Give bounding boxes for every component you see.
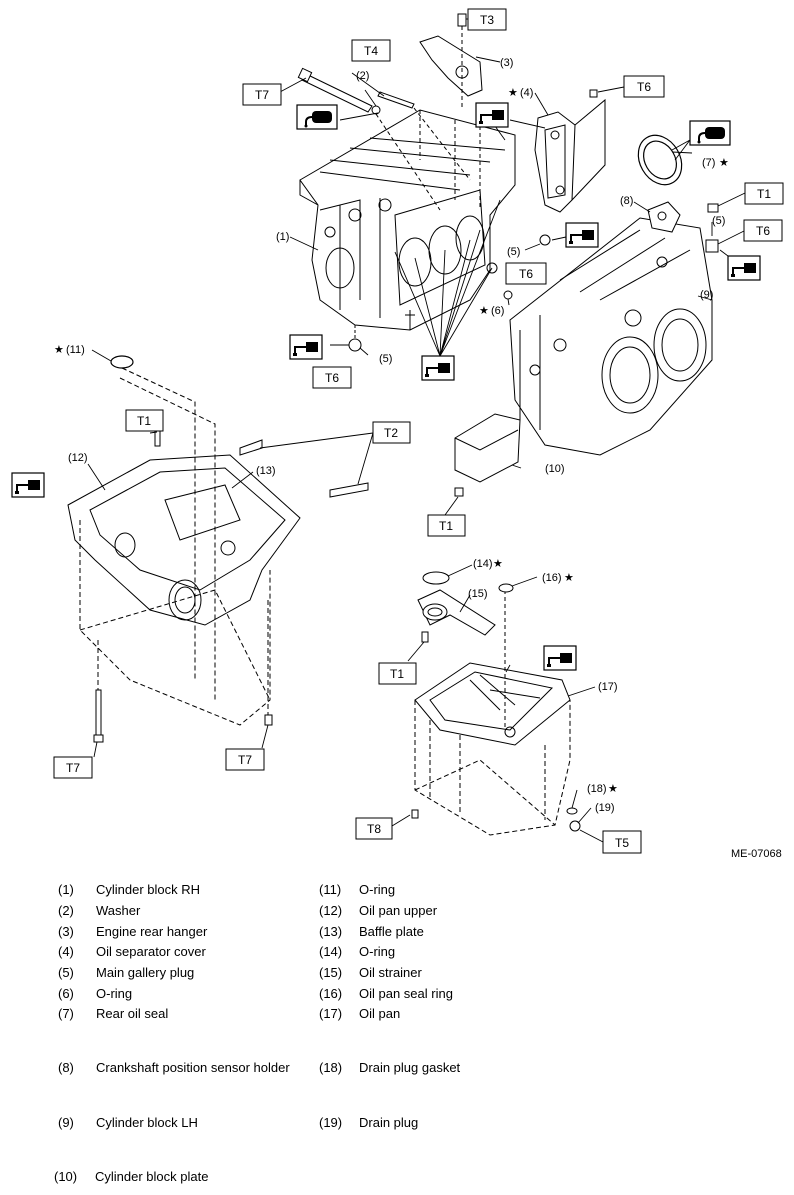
callout-14: (14) [473,558,493,570]
svg-text:T2: T2 [384,426,398,440]
torque-label-t7-top: T7 [242,83,282,106]
torque-label-t5: T5 [602,830,642,854]
star-6: ★ [479,305,489,317]
callout-13: (13) [256,465,276,477]
rear-oil-seal-drawing [637,134,683,186]
callout-18: (18) [587,783,607,795]
callout-5-mid: (5) [507,246,520,258]
svg-text:T6: T6 [519,267,533,281]
torque-label-t7-right: T7 [225,748,265,771]
callout-8: (8) [620,195,633,207]
exploded-view-diagram: T3 T4 T7 T6 T1 T6 T6 T6 T1 T2 T1 T1 [11,8,784,854]
engine-rear-hanger-drawing [419,13,483,110]
oil-pan-upper-drawing [67,429,369,626]
svg-text:T6: T6 [756,224,770,238]
parts-legend: (1)Cylinder block RH (2)Washer (3)Engine… [54,882,461,1184]
svg-text:T3: T3 [480,13,494,27]
sealant-icon [289,334,323,360]
star-11: ★ [54,344,64,356]
star-7: ★ [719,157,729,169]
svg-text:T4: T4 [364,44,378,58]
callout-2: (2) [356,70,369,82]
svg-text:T6: T6 [637,80,651,94]
callout-16: (16) [542,572,562,584]
oil-separator-cover-drawing [534,89,606,213]
callout-5-bottom: (5) [379,353,392,365]
callout-19: (19) [595,802,615,814]
torque-label-t6-mid: T6 [505,262,547,285]
sealant-icon [543,645,577,671]
sealant-icon [475,102,509,128]
callout-15: (15) [468,588,488,600]
oil-can-icon [296,104,338,130]
torque-label-t6-bottom: T6 [312,366,352,389]
torque-label-t3: T3 [467,8,507,31]
star-18: ★ [608,783,618,795]
callout-9: (9) [700,289,713,301]
sealant-icon [727,255,761,281]
star-4: ★ [508,87,518,99]
callout-5-right: (5) [712,215,725,227]
callout-10: (10) [545,463,565,475]
oil-can-icon [689,120,731,146]
callout-11: (11) [66,344,85,356]
callout-4: (4) [520,87,533,99]
svg-text:T7: T7 [66,761,80,775]
svg-text:T7: T7 [255,88,269,102]
svg-text:T1: T1 [137,414,151,428]
callout-6: (6) [491,305,504,317]
torque-label-t4: T4 [351,39,391,62]
cylinder-block-plate-drawing [454,413,521,497]
oil-strainer-drawing [417,571,514,643]
torque-label-t6-right: T6 [743,219,783,242]
star-16: ★ [564,572,574,584]
torque-label-t8: T8 [355,817,393,840]
sealant-icon [11,472,45,498]
star-14: ★ [493,558,503,570]
o-ring-11-drawing [110,355,134,369]
torque-label-t1-pan-upper: T1 [125,409,164,432]
bolt-t7-top-drawing [297,67,471,211]
main-gallery-plug-drawings [348,234,551,352]
cylinder-block-rh-drawing [299,109,516,331]
torque-label-t6-top: T6 [623,75,665,98]
callout-7: (7) [702,157,715,169]
oil-pan-upper-dashed-outline [79,367,271,726]
cylinder-block-lh-drawing [509,217,713,456]
torque-label-t7-left: T7 [53,756,93,779]
figure-id: ME-07068 [731,848,782,860]
torque-label-t1-sensor: T1 [744,182,784,205]
svg-text:T1: T1 [439,519,453,533]
torque-label-t2: T2 [372,421,411,444]
sealant-icon [565,222,599,248]
callout-12: (12) [68,452,88,464]
sealant-icon [421,355,455,381]
oil-pan-drawing [411,590,581,836]
svg-text:T1: T1 [390,667,404,681]
torque-label-t1-strainer: T1 [378,662,417,685]
svg-text:T6: T6 [325,371,339,385]
svg-text:T1: T1 [757,187,771,201]
svg-text:T5: T5 [615,836,629,850]
torque-label-t1-plate: T1 [427,514,466,537]
callout-17: (17) [598,681,618,693]
callout-3: (3) [500,57,513,69]
svg-text:T7: T7 [238,753,252,767]
svg-text:T8: T8 [367,822,381,836]
oil-pan-upper-bolts-drawing [93,689,273,743]
crank-sensor-holder-drawing [647,201,719,253]
callout-1: (1) [276,231,289,243]
